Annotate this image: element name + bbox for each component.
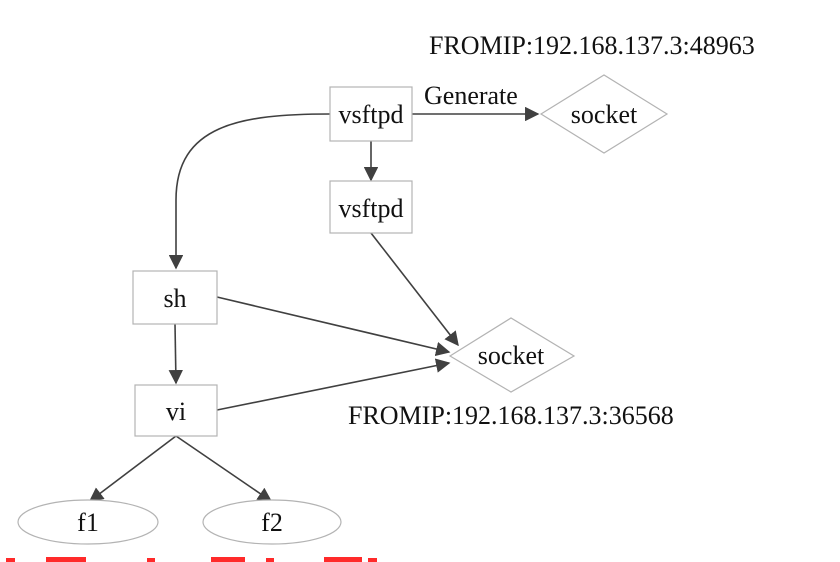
node-vi-label: vi [166,397,186,426]
node-f1-label: f1 [77,508,99,537]
node-sh: sh [132,270,218,325]
edge-sh-to-socket [216,296,451,357]
node-vsftpd-parent: vsftpd [329,86,413,142]
node-f2: f2 [202,499,342,545]
edge-vi-to-f1 [88,435,177,502]
node-f2-label: f2 [261,508,283,537]
edge-vsftpd-child-to-socket [370,232,459,347]
edge-label-generate: Generate [424,81,518,110]
cutoff-red-marks [6,557,377,562]
node-vsftpd-child-label: vsftpd [339,194,404,223]
node-vi: vi [134,384,218,437]
edge-sh-to-vi [168,323,183,385]
node-sh-label: sh [163,284,186,313]
node-socket-bottom-label: socket [478,341,545,370]
edge-vsftpd-to-sh [168,113,331,270]
node-socket-top-label: socket [571,100,638,129]
edge-vi-to-socket [216,358,451,411]
node-vsftpd-parent-label: vsftpd [339,100,404,129]
edge-vi-to-f2 [175,435,273,502]
top-ip-annotation: FROMIP:192.168.137.3:48963 [429,31,755,60]
edges [88,106,540,502]
node-socket-top: socket [539,74,669,154]
bottom-ip-annotation: FROMIP:192.168.137.3:36568 [348,401,674,430]
node-f1: f1 [17,499,159,545]
node-vsftpd-child: vsftpd [329,180,413,234]
node-socket-bottom: socket [448,317,576,393]
